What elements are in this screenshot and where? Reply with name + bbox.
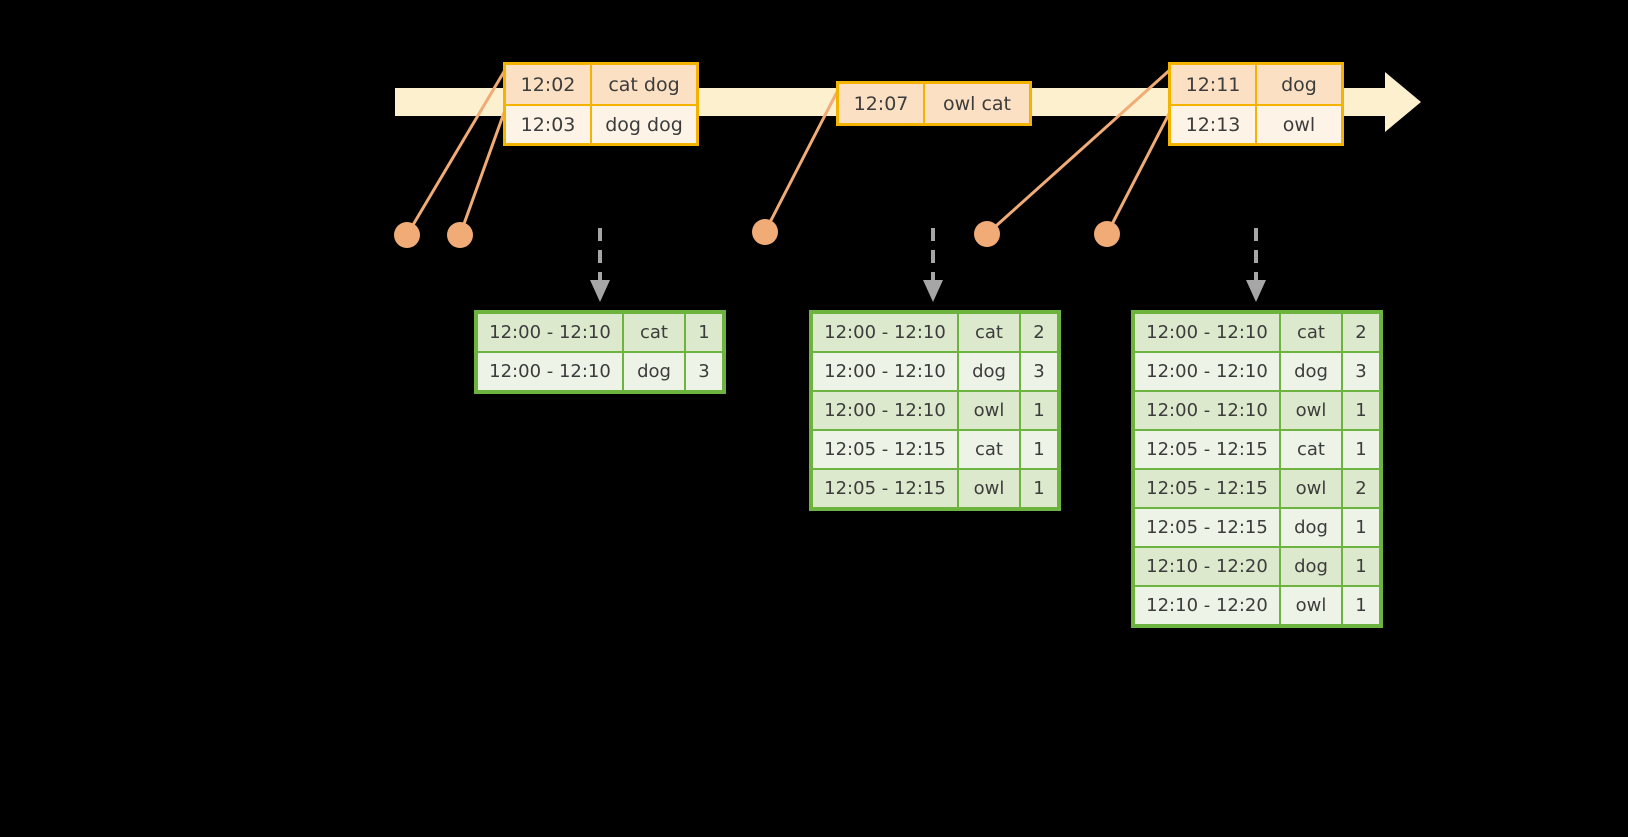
window-cell: 12:05 - 12:15 [813, 431, 957, 468]
window-cell: 12:00 - 12:10 [813, 353, 957, 390]
count-cell: 3 [1343, 353, 1379, 390]
event-words: owl [1282, 113, 1316, 136]
count-cell: 1 [1021, 470, 1057, 507]
window-cell: 12:10 - 12:20 [1135, 548, 1279, 585]
marker-dots [394, 219, 1120, 248]
window-cell: 12:00 - 12:10 [478, 314, 622, 351]
event-box-2[interactable]: 12:07 owl cat [836, 81, 1032, 126]
count-cell: 3 [1021, 353, 1057, 390]
window-cell: 12:00 - 12:10 [478, 353, 622, 390]
event-words: dog dog [605, 113, 683, 136]
key-cell: cat [959, 314, 1019, 351]
window-cell: 12:05 - 12:15 [1135, 470, 1279, 507]
event-row: 12:13 owl [1171, 104, 1341, 143]
window-cell: 12:05 - 12:15 [1135, 509, 1279, 546]
event-marker-2[interactable] [447, 222, 473, 248]
window-cell: 12:00 - 12:10 [813, 392, 957, 429]
event-row: 12:02 cat dog [506, 65, 696, 104]
event-marker-4[interactable] [974, 221, 1000, 247]
count-cell: 1 [1343, 431, 1379, 468]
emit-arrow-down-icon-1 [590, 228, 610, 302]
window-cell: 12:00 - 12:10 [1135, 392, 1279, 429]
event-row: 12:11 dog [1171, 65, 1341, 104]
count-cell: 2 [1021, 314, 1057, 351]
event-marker-1[interactable] [394, 222, 420, 248]
event-time: 12:02 [506, 65, 592, 104]
window-cell: 12:00 - 12:10 [1135, 353, 1279, 390]
event-box-3[interactable]: 12:11 dog 12:13 owl [1168, 62, 1344, 146]
emit-arrow-down-icon-2 [923, 228, 943, 302]
key-cell: dog [1281, 509, 1341, 546]
count-cell: 1 [1021, 431, 1057, 468]
window-cell: 12:05 - 12:15 [1135, 431, 1279, 468]
key-cell: dog [1281, 548, 1341, 585]
event-time: 12:07 [839, 84, 925, 123]
window-cell: 12:05 - 12:15 [813, 470, 957, 507]
leader-line-2 [458, 109, 507, 236]
key-cell: cat [1281, 431, 1341, 468]
key-cell: owl [1281, 587, 1341, 624]
emit-arrow-down-icon-3 [1246, 228, 1266, 302]
key-cell: dog [1281, 353, 1341, 390]
timeline-arrowhead-icon [1385, 72, 1421, 132]
key-cell: cat [624, 314, 684, 351]
event-box-1[interactable]: 12:02 cat dog 12:03 dog dog [503, 62, 699, 146]
count-cell: 1 [1021, 392, 1057, 429]
event-time: 12:03 [506, 106, 592, 143]
event-marker-5[interactable] [1094, 221, 1120, 247]
event-row: 12:03 dog dog [506, 104, 696, 143]
event-time: 12:11 [1171, 65, 1257, 104]
key-cell: owl [1281, 470, 1341, 507]
key-cell: cat [1281, 314, 1341, 351]
count-cell: 2 [1343, 470, 1379, 507]
count-cell: 1 [1343, 587, 1379, 624]
count-cell: 1 [1343, 548, 1379, 585]
window-cell: 12:00 - 12:10 [1135, 314, 1279, 351]
key-cell: owl [959, 470, 1019, 507]
event-words: dog [1281, 73, 1317, 96]
count-cell: 1 [1343, 392, 1379, 429]
count-cell: 3 [686, 353, 722, 390]
key-cell: owl [1281, 392, 1341, 429]
event-words: owl cat [942, 92, 1012, 115]
window-cell: 12:00 - 12:10 [813, 314, 957, 351]
count-cell: 1 [1343, 509, 1379, 546]
key-cell: dog [959, 353, 1019, 390]
window-cell: 12:10 - 12:20 [1135, 587, 1279, 624]
key-cell: owl [959, 392, 1019, 429]
event-words: cat dog [608, 73, 680, 96]
event-time: 12:13 [1171, 106, 1257, 143]
event-row: 12:07 owl cat [839, 84, 1029, 123]
key-cell: cat [959, 431, 1019, 468]
count-cell: 1 [686, 314, 722, 351]
leader-line-5 [1105, 107, 1174, 235]
event-marker-3[interactable] [752, 219, 778, 245]
count-cell: 2 [1343, 314, 1379, 351]
key-cell: dog [624, 353, 684, 390]
